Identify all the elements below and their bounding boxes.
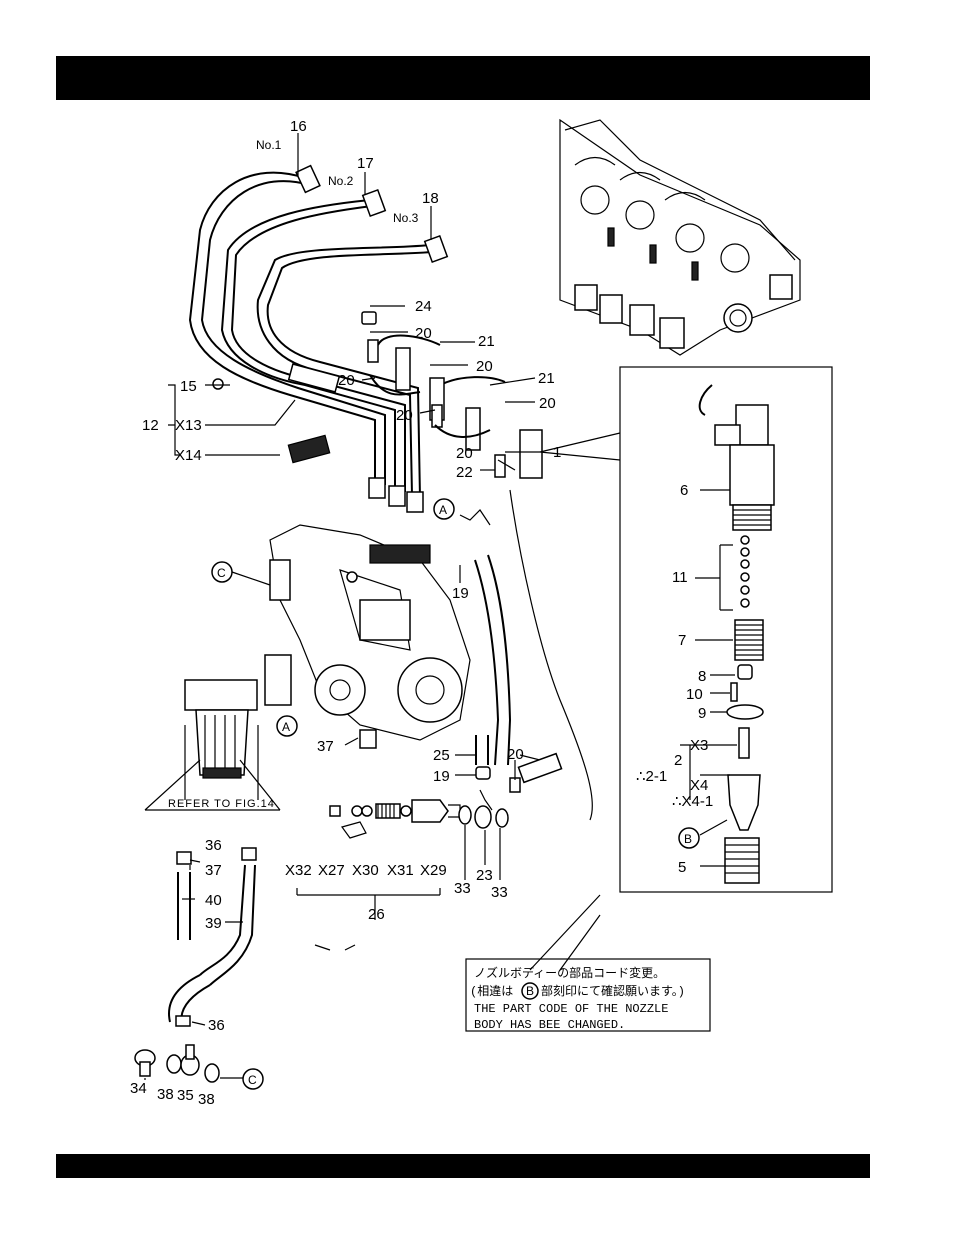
- label-circle-c: C: [217, 566, 226, 580]
- leader-lines: [145, 133, 737, 1080]
- label-no2: No.2: [328, 174, 354, 188]
- label-17: 17: [357, 155, 374, 172]
- label-x31: X31: [387, 862, 414, 879]
- label-x3: X3: [690, 737, 708, 754]
- label-x27: X27: [318, 862, 345, 879]
- label-x14: X14: [175, 447, 202, 464]
- note-line-3: THE PART CODE OF THE NOZZLE: [474, 1002, 668, 1016]
- label-24: 24: [415, 298, 432, 315]
- fuel-filter-illustration: [185, 680, 258, 800]
- nozzle-leak-off-pipes: [362, 312, 542, 478]
- label-18: 18: [422, 190, 439, 207]
- label-26: 26: [368, 906, 385, 923]
- label-x4: X4: [690, 777, 708, 794]
- label-5: 5: [678, 859, 686, 876]
- label-38: 38: [157, 1086, 174, 1103]
- nozzle-change-note: ノズルボディーの部品コード変更。 (相違は B 部刻印にて確認願います。) TH…: [466, 959, 710, 1032]
- label-x13: X13: [175, 417, 202, 434]
- label-10: 10: [686, 686, 703, 703]
- note-line-1: ノズルボディーの部品コード変更。: [474, 965, 665, 981]
- label-19: 19: [433, 768, 450, 785]
- label-25: 25: [433, 747, 450, 764]
- label-20: 20: [507, 746, 524, 763]
- label-22: 22: [456, 464, 473, 481]
- label-7: 7: [678, 632, 686, 649]
- label-16: 16: [290, 118, 307, 135]
- refer-to-fig14-text: REFER TO FIG.14: [168, 798, 275, 810]
- label-19: 19: [452, 585, 469, 602]
- label-20: 20: [415, 325, 432, 342]
- note-circle-b: B: [526, 984, 534, 998]
- label-20: 20: [539, 395, 556, 412]
- label-8: 8: [698, 668, 706, 685]
- label-33: 33: [454, 880, 471, 897]
- footer-bar: [56, 1154, 870, 1178]
- label-36: 36: [205, 837, 222, 854]
- label-34: 34: [130, 1080, 147, 1097]
- label-38: 38: [198, 1091, 215, 1108]
- label-35: 35: [177, 1087, 194, 1104]
- injection-pump-illustration: [265, 525, 470, 748]
- note-line-2: (相違は: [470, 984, 513, 999]
- label-x4-1: ∴X4-1: [672, 793, 713, 810]
- label-37: 37: [205, 862, 222, 879]
- label-33: 33: [491, 884, 508, 901]
- label-circle-b: B: [684, 832, 692, 846]
- label-20: 20: [338, 372, 355, 389]
- label-1: 1: [553, 444, 561, 461]
- label-12: 12: [142, 417, 159, 434]
- label-21: 21: [478, 333, 495, 350]
- label-23: 23: [476, 867, 493, 884]
- label-6: 6: [680, 482, 688, 499]
- label-no3: No.3: [393, 211, 419, 225]
- label-9: 9: [698, 705, 706, 722]
- label-15: 15: [180, 378, 197, 395]
- label-21: 21: [538, 370, 555, 387]
- label-37: 37: [317, 738, 334, 755]
- label-2: 2: [674, 752, 682, 769]
- cylinder-head-illustration: [560, 120, 800, 355]
- label-x29: X29: [420, 862, 447, 879]
- delivery-valve-parts: [135, 735, 520, 1082]
- label-2-1: ∴2-1: [636, 768, 667, 785]
- label-x32: X32: [285, 862, 312, 879]
- label-circle-a: A: [439, 503, 447, 517]
- label-circle-c: C: [248, 1073, 257, 1087]
- note-line-2-cont: 部刻印にて確認願います。): [541, 983, 685, 999]
- label-circle-a: A: [282, 720, 290, 734]
- label-40: 40: [205, 892, 222, 909]
- label-11: 11: [672, 569, 688, 586]
- label-20: 20: [396, 407, 413, 424]
- label-no1: No.1: [256, 138, 282, 152]
- label-20: 20: [456, 445, 473, 462]
- note-line-4: BODY HAS BEE CHANGED.: [474, 1018, 625, 1032]
- label-x30: X30: [352, 862, 379, 879]
- label-20: 20: [476, 358, 493, 375]
- label-39: 39: [205, 915, 222, 932]
- label-36: 36: [208, 1017, 225, 1034]
